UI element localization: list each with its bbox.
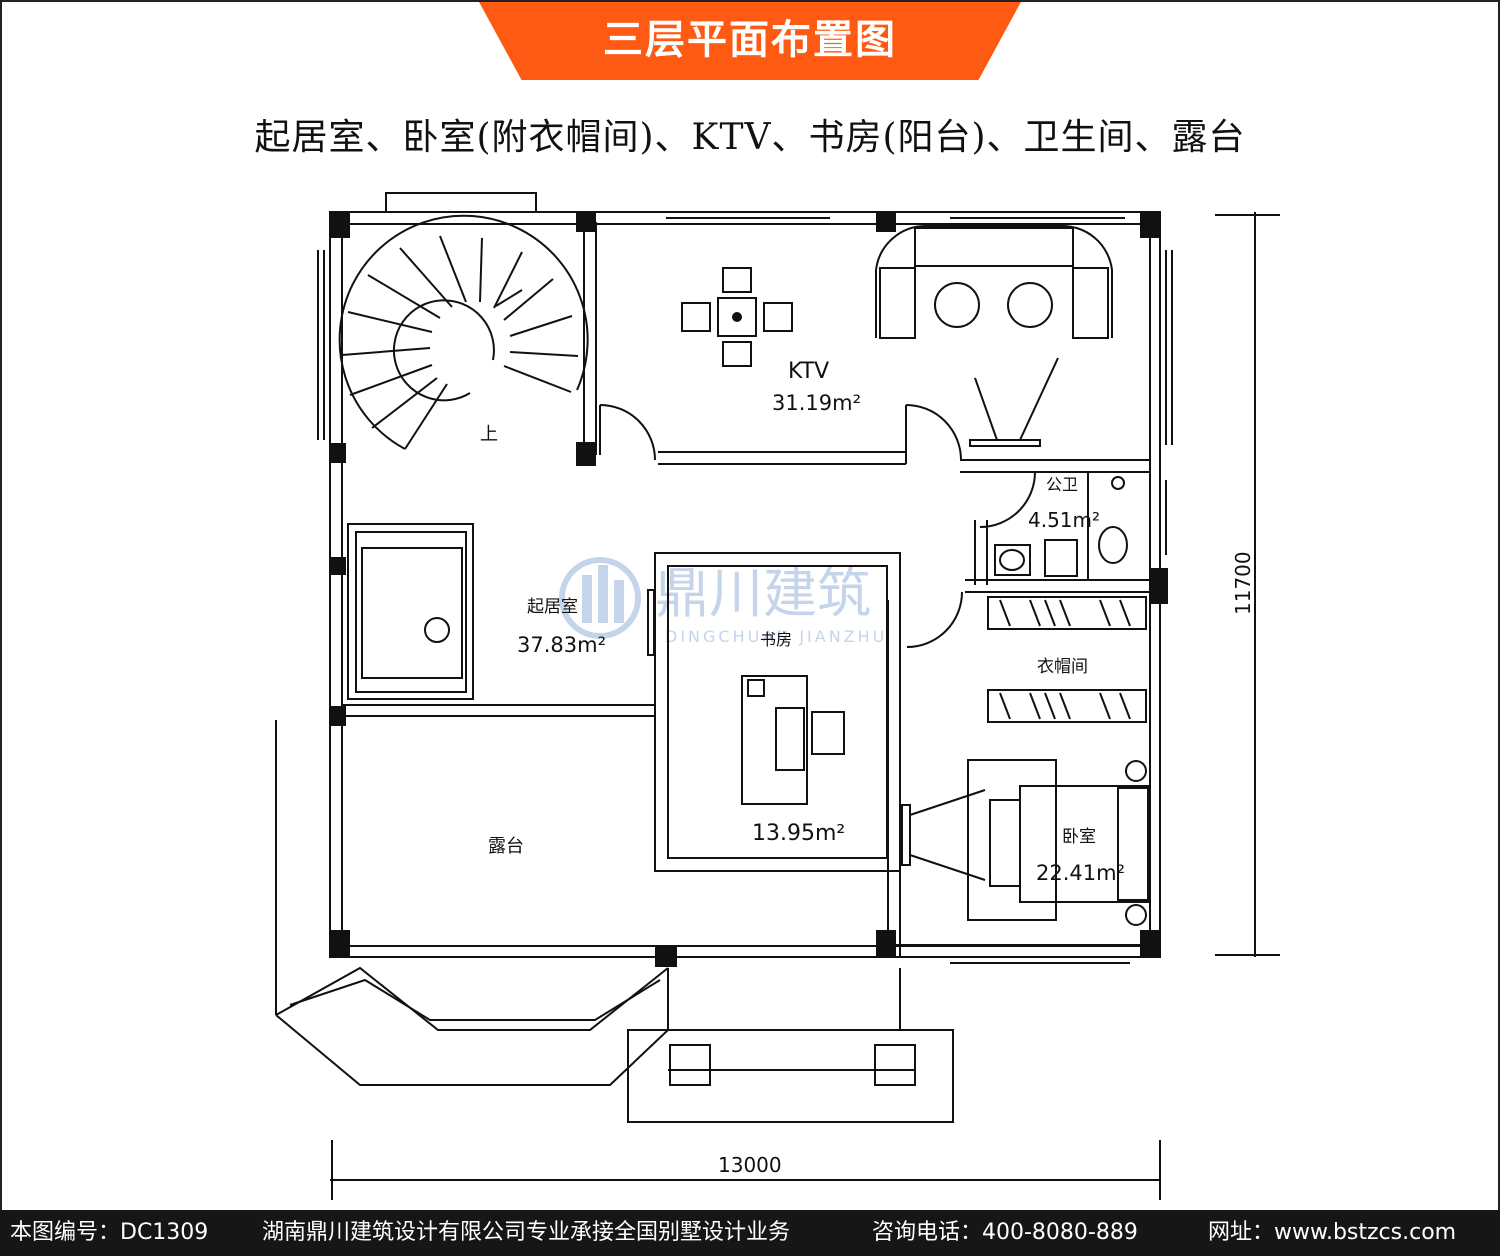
bedroom-tv-icon: [909, 789, 986, 881]
study-label: 书房: [760, 630, 792, 649]
footer-drawing-no: 本图编号：DC1309: [10, 1220, 209, 1245]
watermark-logo-icon: [559, 557, 641, 639]
bedroom-area: 22.41m²: [1036, 861, 1125, 885]
width-dimension: 13000: [718, 1153, 782, 1177]
wardrobe-bottom-icon: [987, 689, 1147, 723]
interior-walls: [342, 222, 1150, 957]
footer-website[interactable]: 网址：www.bstzcs.com: [1208, 1220, 1457, 1245]
ktv-area: 31.19m²: [772, 391, 861, 415]
title-banner: [478, 0, 1022, 80]
watermark-name: 鼎川建筑: [655, 562, 871, 625]
page-subtitle: 起居室、卧室(附衣帽间)、KTV、书房(阳台)、卫生间、露台: [254, 117, 1246, 158]
terrace-outline: [275, 720, 954, 1123]
study-area: 13.95m²: [752, 821, 845, 846]
footer-bar: 本图编号：DC1309 湖南鼎川建筑设计有限公司专业承接全国别墅设计业务 咨询电…: [0, 1210, 1500, 1256]
ktv-table-set-icon: [681, 267, 793, 367]
ktv-label: KTV: [788, 359, 829, 384]
doors: [599, 404, 1036, 866]
structural-columns: [330, 212, 1168, 967]
room-labels: KTV 31.19m² 公卫 4.51m² 起居室 37.83m² 书房 13.…: [480, 359, 1255, 1177]
wardrobe-top-icon: [987, 596, 1147, 630]
living-label: 起居室: [527, 597, 578, 617]
bathroom-label: 公卫: [1046, 475, 1078, 494]
spiral-staircase: [338, 214, 589, 450]
study-desk-icon: [741, 675, 845, 805]
tv-projector-icon: [969, 357, 1059, 447]
footer-company: 湖南鼎川建筑设计有限公司专业承接全国别墅设计业务: [262, 1220, 791, 1245]
watermark-pinyin: DINGCHUAN JIANZHU: [665, 627, 887, 646]
height-dimension: 11700: [1231, 551, 1255, 615]
stair-up-label: 上: [480, 424, 498, 445]
bathroom-fixtures-icon: [994, 476, 1128, 577]
living-sofa-icon: [347, 523, 474, 700]
terrace-label: 露台: [488, 836, 524, 857]
ktv-sofa-icon: [875, 224, 1113, 339]
bathroom-area: 4.51m²: [1028, 508, 1100, 532]
watermark: 鼎川建筑 DINGCHUAN JIANZHU: [559, 557, 887, 646]
dimension-lines: [330, 212, 1280, 1200]
closet-label: 衣帽间: [1037, 657, 1088, 677]
bed-icon: [967, 759, 1149, 926]
bedroom-label: 卧室: [1062, 827, 1096, 847]
footer-phone: 咨询电话：400-8080-889: [872, 1220, 1138, 1245]
page-title: 三层平面布置图: [603, 17, 897, 63]
living-area: 37.83m²: [517, 633, 606, 657]
